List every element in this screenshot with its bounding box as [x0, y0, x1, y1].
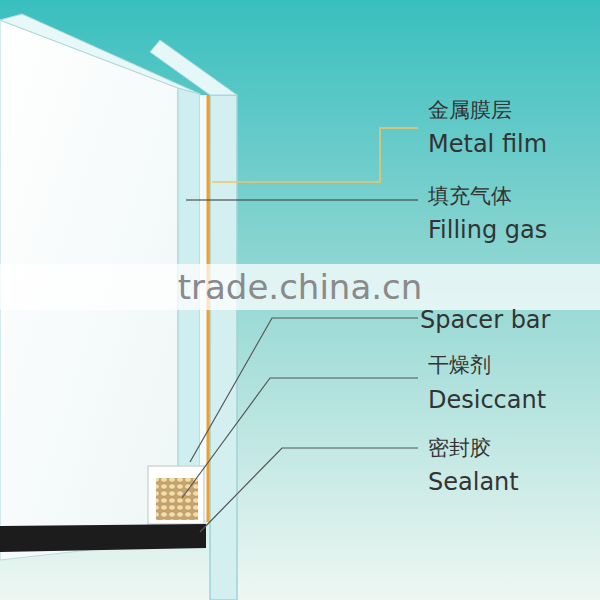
part-label: Metal film — [428, 130, 547, 159]
part-label: Sealant — [428, 468, 519, 497]
part-label: Filling gas — [428, 216, 547, 245]
part-label: Spacer bar — [420, 306, 550, 335]
part-label: Desiccant — [428, 386, 546, 415]
part-label-cn: 密封胶 — [428, 436, 491, 461]
part-label-cn: 填充气体 — [428, 184, 512, 209]
part-label-cn: 金属膜层 — [428, 98, 512, 123]
watermark: trade.china.cn — [178, 267, 423, 308]
part-label-cn: 干燥剂 — [428, 353, 491, 378]
